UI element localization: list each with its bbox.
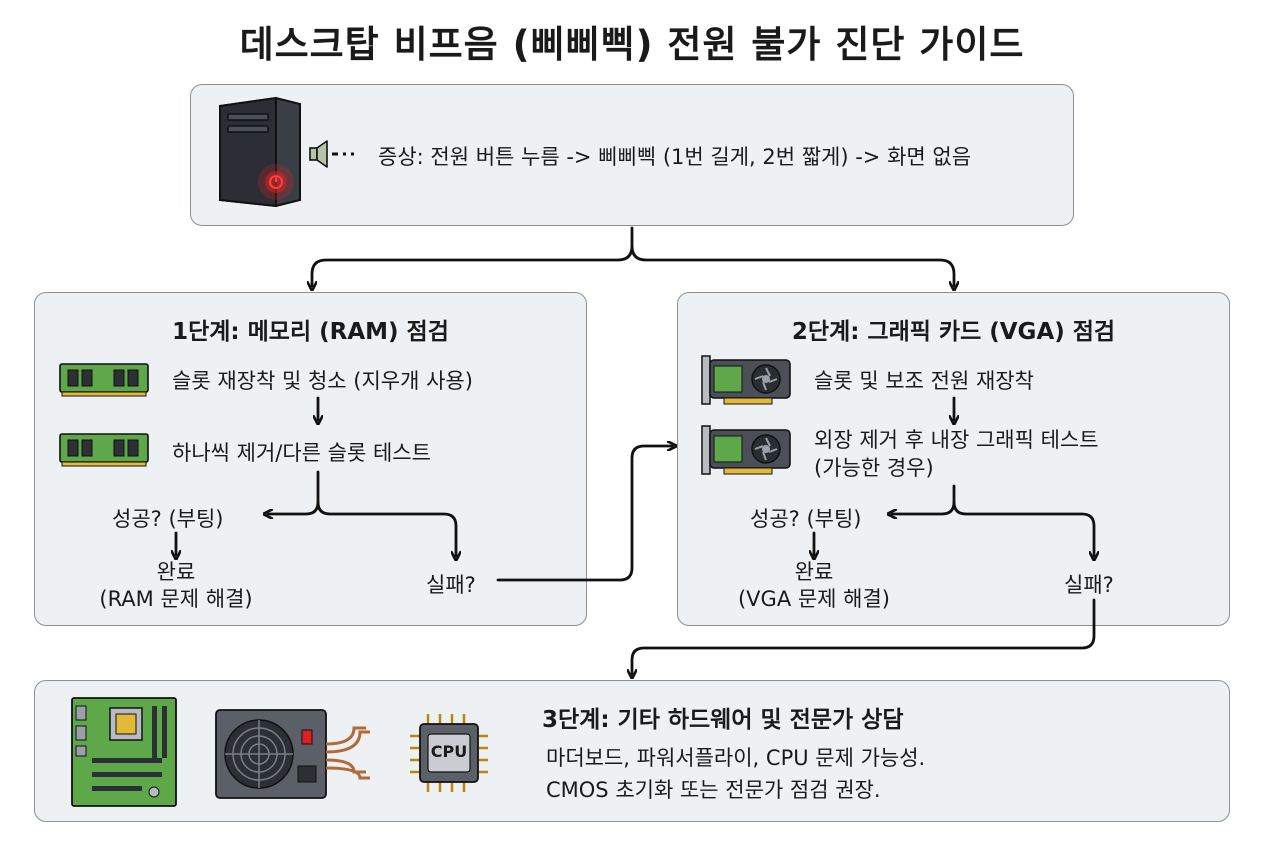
ram-stick-icon: [59, 363, 149, 397]
step2-done-line1: 완료: [794, 560, 834, 584]
graphics-card-icon: [701, 425, 791, 475]
ram-stick-icon: [59, 433, 149, 467]
step2-item2: 외장 제거 후 내장 그래픽 테스트 (가능한 경우): [814, 426, 1099, 482]
desktop-tower-icon: [219, 96, 301, 208]
step1-item1: 슬롯 재장착 및 청소 (지우개 사용): [172, 369, 473, 393]
arrow-step1-to-fail: [316, 500, 456, 556]
step1-done-line2: (RAM 문제 해결): [99, 587, 253, 611]
speaker-icon: [309, 140, 354, 168]
step2-fail: 실패?: [1064, 573, 1114, 597]
step3-line2: CMOS 초기화 또는 전문가 점검 권장.: [546, 778, 881, 802]
step1-item2: 하나씩 제거/다른 슬롯 테스트: [172, 441, 431, 465]
step1-done-line1: 완료: [156, 560, 196, 584]
arrow-to-step2: [630, 244, 954, 286]
arrow-step2-fail-to-step3: [632, 598, 1096, 674]
step1-heading: 1단계: 메모리 (RAM) 점검: [172, 319, 449, 345]
step1-fail: 실패?: [426, 573, 476, 597]
page-title: 데스크탑 비프음 (삐삐삑) 전원 불가 진단 가이드: [239, 23, 1025, 66]
step2-done: 완료 (VGA 문제 해결): [714, 559, 914, 613]
step3-line1: 마더보드, 파워서플라이, CPU 문제 가능성.: [546, 746, 926, 770]
step1-done: 완료 (RAM 문제 해결): [76, 559, 276, 613]
step1-success: 성공? (부팅): [112, 507, 224, 531]
arrow-step2-to-success: [892, 484, 956, 514]
step2-success: 성공? (부팅): [750, 507, 862, 531]
arrow-step2-to-fail: [952, 500, 1094, 556]
step2-heading: 2단계: 그래픽 카드 (VGA) 점검: [791, 319, 1116, 345]
arrow-step1-fail-to-step2: [496, 446, 672, 582]
graphics-card-icon: [701, 355, 791, 405]
cpu-chip-icon: [410, 714, 488, 792]
motherboard-icon: [71, 697, 177, 807]
step2-done-line2: (VGA 문제 해결): [737, 587, 891, 611]
cpu-label: CPU: [430, 742, 468, 761]
symptom-text: 증상: 전원 버튼 누름 -> 삐삐삑 (1번 길게, 2번 짧게) -> 화면…: [378, 145, 972, 169]
power-supply-icon: [215, 709, 370, 799]
step2-item2-line2: (가능한 경우): [814, 456, 934, 480]
step2-item2-line1: 외장 제거 후 내장 그래픽 테스트: [814, 428, 1099, 452]
step2-item1: 슬롯 및 보조 전원 재장착: [814, 369, 1034, 393]
arrow-to-step1: [312, 226, 634, 286]
arrow-step1-to-success: [268, 470, 320, 514]
step3-heading: 3단계: 기타 하드웨어 및 전문가 상담: [542, 707, 904, 733]
